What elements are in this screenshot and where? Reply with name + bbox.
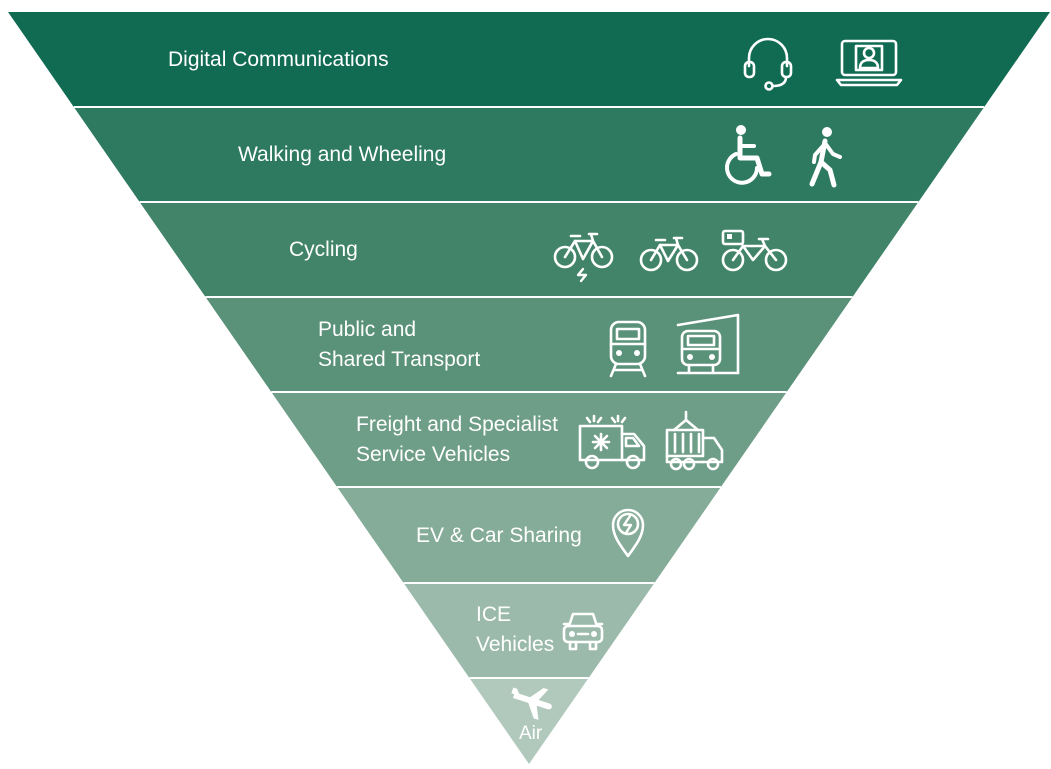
pyramid-band-4 — [205, 297, 853, 392]
pedestrian-icon — [806, 126, 844, 188]
headset-icon — [742, 36, 794, 91]
pyramid-band-1 — [8, 12, 1050, 107]
tier-label-public-and-shared-transport: Public and Shared Transport — [318, 318, 481, 371]
airplane-icon — [509, 684, 555, 720]
pyramid-band-7 — [403, 583, 655, 678]
ambulance-icon — [578, 412, 650, 472]
container-truck-icon — [664, 410, 726, 474]
tier-label-air: Air — [519, 723, 543, 744]
pyramid-band-2 — [73, 107, 985, 202]
tier-label-freight-and-specialist-service-vehicles: Freight and Specialist Service Vehicles — [356, 413, 558, 466]
tier-label-cycling: Cycling — [289, 238, 358, 261]
train-icon — [608, 320, 648, 378]
ev-charging-pin-icon — [611, 505, 645, 559]
tier-label-ev-and-car-sharing: EV & Car Sharing — [416, 524, 582, 547]
pyramid-band-5 — [271, 392, 787, 487]
electric-bike-icon — [553, 231, 615, 283]
tier-label-digital-communications: Digital Communications — [168, 48, 389, 71]
bicycle-icon — [639, 235, 699, 273]
tier-label-walking-and-wheeling: Walking and Wheeling — [238, 143, 447, 166]
tier-label-ice-vehicles: ICE Vehicles — [476, 603, 555, 656]
laptop-video-call-icon — [835, 38, 903, 88]
cargo-bike-icon — [721, 228, 789, 276]
car-icon — [561, 610, 605, 652]
wheelchair-icon — [725, 124, 775, 188]
bus-stop-icon — [676, 313, 742, 375]
pyramid-band-8 — [469, 678, 589, 764]
pyramid-band-3 — [139, 202, 919, 297]
